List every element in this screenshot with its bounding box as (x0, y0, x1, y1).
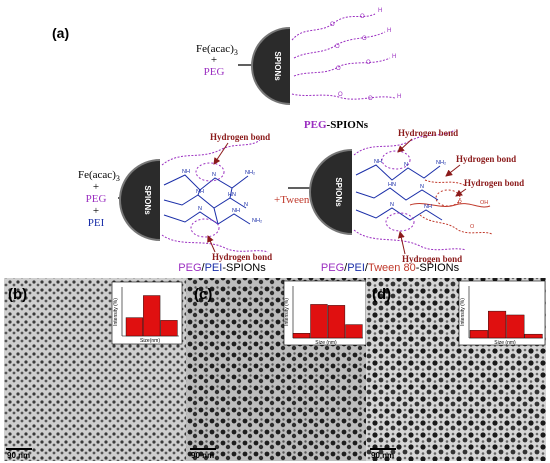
svg-text:H: H (392, 54, 396, 60)
svg-text:O: O (470, 224, 475, 230)
svg-text:N: N (198, 206, 202, 212)
histogram-bar (506, 314, 525, 339)
inset-b: Size(nm) Intensity (%) (111, 281, 183, 345)
panel-b-label: (b) (8, 286, 27, 303)
svg-text:NH: NH (182, 169, 190, 175)
histogram-bar (469, 330, 488, 339)
row2-network-2 (353, 129, 493, 251)
row1-peg-chains (291, 13, 396, 100)
panel-d-label: (d) (372, 286, 391, 303)
svg-text:O: O (330, 22, 335, 28)
row1-spion-core: SPIONs (251, 27, 291, 105)
inset-d-xlabel: Size (nm) (494, 340, 516, 346)
scale-bar-c (190, 448, 216, 450)
scale-label-c: 90 nm (191, 451, 214, 460)
row2-reagent-peg: PEG (86, 193, 107, 205)
row2-reagent-fe: Fe(acac)3 (78, 169, 120, 183)
histogram-bar (524, 333, 543, 339)
row2-spion-core-1: SPIONs (119, 159, 161, 241)
hbond-label-2: Hydrogen bond (212, 252, 272, 262)
svg-text:OH: OH (480, 200, 488, 206)
inset-b-ylabel: Intensity (%) (113, 298, 119, 326)
svg-text:H: H (387, 28, 391, 34)
inset-d-ylabel: Intensity (%) (460, 298, 466, 326)
svg-text:O: O (362, 36, 367, 42)
row1-reagent-peg: PEG (204, 66, 225, 78)
hbond-label-5: Hydrogen bond (464, 178, 524, 188)
histogram-bar (310, 304, 328, 339)
svg-text:N: N (404, 162, 408, 168)
svg-text:N: N (390, 202, 394, 208)
svg-text:O: O (360, 14, 365, 20)
histogram-bar (143, 295, 161, 337)
svg-text:H: H (397, 94, 401, 100)
scale-label-d: 90 nm (371, 451, 394, 460)
svg-text:NH₂: NH₂ (436, 160, 446, 166)
tem-panel-d: (d) Size (nm) Intensity (%) 90 nm (366, 278, 546, 461)
inset-b-xlabel: Size(nm) (140, 338, 160, 344)
svg-text:SPIONs: SPIONs (273, 51, 282, 81)
row1-reaction: Fe(acac)3 + PEG SPIONs O O H O O H O O H O O H P… (196, 8, 401, 131)
svg-text:NH: NH (424, 204, 432, 210)
histogram-bar (160, 320, 178, 337)
tem-panel-b: (b) Size(nm) Intensity (%) 90 nm (4, 278, 186, 461)
hbond-label-3: Hydrogen bond (398, 128, 458, 138)
tem-panel-c: (c) Size (nm) Intensity (%) 90 nm (186, 278, 367, 461)
row2-spion-core-2: SPIONs (309, 149, 353, 235)
svg-text:NH: NH (196, 189, 204, 195)
svg-text:O: O (366, 60, 371, 66)
scale-bar-b (6, 448, 32, 450)
svg-text:O: O (336, 66, 341, 72)
svg-text:SPIONs: SPIONs (334, 177, 343, 207)
panel-a-label: (a) (52, 25, 69, 41)
row2-plus2: + (93, 205, 99, 217)
row1-plus: + (211, 54, 217, 66)
svg-text:NH: NH (374, 159, 382, 165)
row2-network-1 (161, 139, 269, 253)
svg-text:O: O (335, 44, 340, 50)
row2-reagent-pei: PEI (88, 217, 105, 229)
svg-text:N: N (244, 202, 248, 208)
row2-hbond-labels-2: Hydrogen bond Hydrogen bond Hydrogen bon… (397, 128, 524, 264)
svg-text:H: H (378, 8, 382, 14)
svg-text:N: N (212, 172, 216, 178)
row2-plus1: + (93, 181, 99, 193)
svg-text:NH₂: NH₂ (245, 170, 255, 176)
svg-text:NH₂: NH₂ (252, 218, 262, 224)
svg-text:HN: HN (228, 192, 236, 198)
row1-peg-atoms: O O H O O H O O H O O H (330, 8, 401, 102)
row2-pei-atoms-1: NH N NH₂ NH HN N N NH NH₂ (182, 169, 262, 224)
svg-text:N: N (420, 184, 424, 190)
svg-text:O: O (338, 92, 343, 98)
histogram-bar (292, 333, 311, 339)
inset-c-xlabel: Size (nm) (315, 340, 337, 346)
svg-text:NH: NH (232, 208, 240, 214)
histogram-bar (125, 317, 143, 337)
svg-text:O: O (368, 96, 373, 102)
histogram-bar (345, 324, 363, 339)
svg-text:SPIONs: SPIONs (143, 185, 152, 215)
caption-peg-pei: PEG/PEI-SPIONs (178, 262, 266, 274)
caption-peg-pei-tween: PEG/PEI/Tween 80-SPIONs (321, 262, 460, 274)
svg-text:R: R (458, 200, 462, 206)
hbond-label-6: Hydrogen bond (402, 254, 462, 264)
histogram-bar (327, 305, 346, 339)
row2-hbond-labels-1: Hydrogen bond Hydrogen bond (207, 132, 272, 262)
row1-product: PEG-SPIONs (304, 119, 369, 131)
panel-c-label: (c) (194, 286, 212, 303)
row1-reagent-fe: Fe(acac)3 (196, 43, 238, 57)
scale-bar-d (370, 448, 396, 450)
svg-text:HN: HN (388, 182, 396, 188)
histogram-bar (488, 310, 507, 339)
row2-atoms-2: NH N NH₂ HN N N NH R O OH (374, 159, 488, 230)
inset-d: Size (nm) Intensity (%) (458, 280, 546, 346)
hbond-label-1: Hydrogen bond (210, 132, 270, 142)
inset-c-ylabel: Intensity (%) (284, 298, 290, 326)
inset-c: Size (nm) Intensity (%) (283, 280, 367, 346)
scale-label-b: 90 nm (7, 451, 30, 460)
hbond-label-4: Hydrogen bond (456, 154, 516, 164)
